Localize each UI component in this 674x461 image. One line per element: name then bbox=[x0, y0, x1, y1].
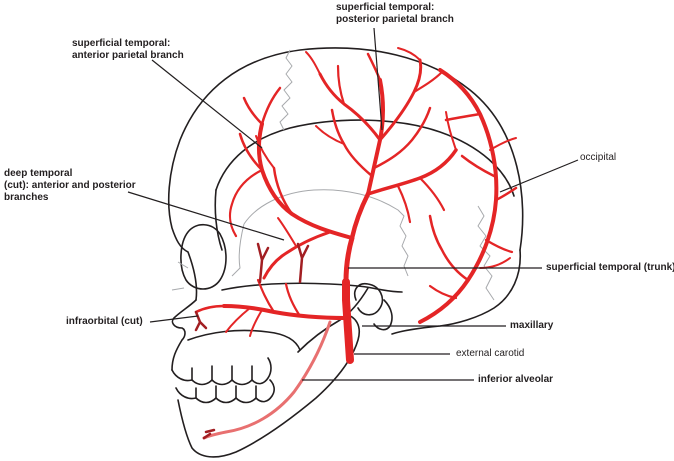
leader-infraorbital bbox=[149, 315, 199, 323]
label-deep-temporal-line-1: deep temporal bbox=[4, 168, 73, 179]
orbit-grey bbox=[171, 261, 189, 291]
anterior-branch-twig-4 bbox=[242, 96, 264, 126]
upper-teeth bbox=[171, 357, 272, 386]
label-inferior-alveolar: inferior alveolar bbox=[478, 374, 554, 385]
posterior-twig-3 bbox=[445, 111, 457, 151]
superficial-temporal-trunk-artery bbox=[343, 235, 355, 285]
anterior-lower-twig bbox=[277, 217, 297, 247]
posterior-twig-2 bbox=[396, 184, 412, 224]
ear-canal-outline bbox=[353, 282, 384, 316]
maxillary-twig-4 bbox=[249, 309, 263, 337]
occipital-branch-3 bbox=[444, 112, 482, 122]
leader-occipital bbox=[499, 159, 579, 193]
occipital-branch-2 bbox=[460, 154, 496, 178]
parietal-branch-a bbox=[318, 72, 382, 142]
maxillary-artery bbox=[222, 304, 348, 320]
upper-teeth-dividers bbox=[191, 365, 253, 381]
occipital-branch-5 bbox=[484, 238, 514, 254]
label-infraorbital-cut: infraorbital (cut) bbox=[66, 316, 143, 327]
occipital-outline bbox=[391, 249, 522, 335]
superficial-temporal-ascending bbox=[349, 191, 371, 241]
parietal-branch-c bbox=[378, 58, 423, 142]
label-deep-temporal-line-2: (cut): anterior and posterior bbox=[4, 180, 136, 191]
lower-teeth-dividers bbox=[195, 385, 257, 399]
maxillary-to-infraorbital bbox=[194, 304, 226, 314]
anterior-branch-twig-1 bbox=[272, 166, 294, 216]
parietal-mid-left-twig bbox=[315, 125, 345, 145]
label-deep-temporal-line-3: branches bbox=[4, 192, 49, 203]
zygomatic-arch bbox=[221, 282, 403, 293]
label-deep-temporal: deep temporal (cut): anterior and poster… bbox=[4, 168, 136, 204]
leader-posterior-parietal bbox=[373, 27, 383, 131]
nasal-outline bbox=[171, 299, 197, 371]
coronal-suture bbox=[279, 49, 293, 131]
temporal-line-lower bbox=[214, 189, 223, 251]
temporal-line bbox=[215, 119, 515, 197]
mandible-outline bbox=[177, 313, 360, 458]
parietal-branch-c-twig bbox=[412, 70, 444, 94]
skull-outline bbox=[167, 47, 524, 458]
label-occipital: occipital bbox=[580, 152, 617, 163]
infraorbital-cut-artery bbox=[194, 310, 216, 440]
occipital-artery bbox=[418, 68, 499, 324]
external-carotid-artery bbox=[342, 278, 354, 364]
squamous-suture bbox=[243, 189, 409, 277]
leader-lines bbox=[127, 27, 579, 381]
anterior-branch-twig-2 bbox=[238, 132, 264, 172]
label-posterior-parietal-line-2: posterior parietal branch bbox=[336, 14, 454, 25]
label-anterior-parietal-line-2: anterior parietal branch bbox=[72, 50, 184, 61]
label-external-carotid: external carotid bbox=[456, 348, 525, 359]
mastoid-outline bbox=[373, 299, 393, 331]
occipital-branch-6 bbox=[428, 284, 458, 300]
leader-deep-temporal bbox=[127, 191, 285, 241]
sphenoid-suture bbox=[231, 223, 245, 277]
parietal-branch-a-twig bbox=[336, 64, 346, 106]
deep-temporal-posterior bbox=[296, 242, 310, 284]
parietal-branch-c-twig-2 bbox=[397, 47, 421, 61]
deep-temporal-anterior bbox=[256, 242, 270, 284]
posterior-twig-1 bbox=[418, 176, 446, 212]
leader-anterior-parietal bbox=[151, 59, 263, 149]
maxillary-twig-3 bbox=[225, 307, 251, 333]
occipital-branch-4 bbox=[428, 214, 470, 282]
maxilla-outline bbox=[187, 329, 301, 351]
label-posterior-parietal-branch: superficial temporal: posterior parietal… bbox=[336, 2, 454, 26]
infraorbital-branch bbox=[194, 310, 208, 332]
skull-sutures bbox=[171, 49, 495, 301]
parietal-branch-b bbox=[366, 52, 382, 82]
label-anterior-parietal-branch: superficial temporal: anterior parietal … bbox=[72, 38, 184, 62]
label-maxillary: maxillary bbox=[510, 320, 554, 331]
anterior-branch-twig-3 bbox=[260, 86, 282, 126]
temporal-low-branch bbox=[228, 168, 264, 238]
parietal-branch-a-twig-2 bbox=[305, 51, 321, 75]
anterior-lower-branch bbox=[262, 230, 332, 280]
ramus-outline bbox=[297, 287, 369, 353]
arteries bbox=[194, 47, 518, 440]
anterior-branch-twig-5 bbox=[255, 135, 275, 169]
chin-artery-end bbox=[202, 428, 216, 440]
label-anterior-parietal-line-1: superficial temporal: bbox=[72, 38, 171, 49]
maxillary-twig-2 bbox=[284, 282, 302, 318]
orbit-outline bbox=[180, 223, 227, 290]
occipital-branch-7 bbox=[489, 137, 517, 151]
label-superficial-temporal-trunk: superficial temporal (trunk) bbox=[546, 262, 674, 273]
occipital-branch-1 bbox=[494, 186, 518, 202]
parietal-mid-right bbox=[372, 106, 432, 170]
label-posterior-parietal-line-1: superficial temporal: bbox=[336, 2, 435, 13]
deep-temporal-cut-arteries bbox=[256, 242, 310, 284]
inferior-alveolar-artery bbox=[202, 320, 332, 440]
posterior-trunk bbox=[366, 148, 458, 196]
anterior-branch-main bbox=[257, 122, 354, 240]
